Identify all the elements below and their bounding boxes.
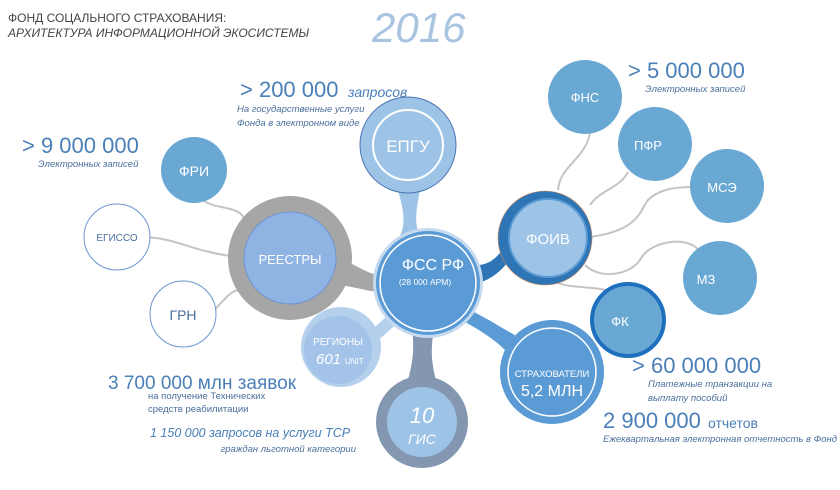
node-epgu[interactable]: ЕПГУ: [359, 96, 457, 194]
regions-value: 601: [316, 351, 341, 368]
stat-desc: средств реабилитации: [148, 404, 248, 415]
stat-desc: Электронных записей: [645, 84, 746, 95]
stat-value: > 9 000 000: [22, 133, 139, 158]
connectors: [147, 132, 701, 311]
stat-value: > 5 000 000: [628, 58, 745, 83]
center-sublabel: (28 000 АРМ): [399, 277, 452, 287]
stat-unit: отчетов: [708, 415, 758, 431]
stat-reports: 2 900 000 отчетов Ежеквартальная электро…: [603, 408, 837, 445]
fk-label: ФК: [611, 314, 629, 329]
stat-fns-records: > 5 000 000 Электронных записей: [628, 58, 746, 95]
title-line2: АРХИТЕКТУРА ИНФОРМАЦИОННОЙ ЭКОСИСТЕМЫ: [7, 24, 310, 40]
stat-desc: Электронных записей: [38, 159, 139, 170]
regions-unit: UNIT: [345, 357, 364, 366]
stat-value: 2 900 000: [603, 408, 701, 433]
stat-desc: Фонда в электронном виде: [237, 118, 360, 129]
node-regions[interactable]: РЕГИОНЫ 601 UNIT: [301, 307, 381, 387]
year-label: 2016: [371, 4, 466, 51]
stat-tsr-requests: 1 150 000 запросов на услуги ТСР граждан…: [150, 426, 357, 455]
stat-desc: на получение Технических: [148, 391, 265, 402]
node-fk[interactable]: ФК: [590, 282, 666, 358]
stat-fri-records: > 9 000 000 Электронных записей: [22, 133, 139, 170]
stat-value: 3 700 000 млн заявок: [108, 373, 297, 394]
pfr-label: ПФР: [634, 138, 662, 153]
stat-value: > 60 000 000: [632, 353, 761, 378]
node-grn[interactable]: ГРН: [149, 280, 217, 348]
insurers-value: 5,2 МЛН: [521, 383, 583, 400]
node-pfr[interactable]: ПФР: [618, 107, 692, 181]
regions-label: РЕГИОНЫ: [313, 337, 363, 348]
epgu-label: ЕПГУ: [386, 137, 430, 156]
node-egisso[interactable]: ЕГИССО: [83, 203, 151, 271]
fri-label: ФРИ: [179, 163, 209, 179]
node-registries[interactable]: РЕЕСТРЫ: [228, 196, 352, 320]
grn-label: ГРН: [169, 307, 196, 323]
stat-epgu-requests: > 200 000 запросов На государственные ус…: [237, 77, 407, 129]
foiv-label: ФОИВ: [526, 231, 570, 248]
stat-desc: Платежные транзакции на: [648, 379, 772, 390]
stat-desc: На государственные услуги: [237, 104, 365, 115]
stat-value: > 200 000: [240, 77, 338, 102]
node-mse[interactable]: МСЭ: [690, 149, 764, 223]
gis-value: 10: [410, 403, 435, 428]
insurers-label: СТРАХОВАТЕЛИ: [515, 369, 590, 380]
egisso-label: ЕГИССО: [96, 233, 137, 244]
node-fss-center[interactable]: ФСС РФ (28 000 АРМ): [373, 228, 483, 338]
node-mz[interactable]: МЗ: [683, 241, 757, 315]
stat-desc: граждан льготной категории: [221, 444, 357, 455]
stat-value: 1 150 000 запросов на услуги ТСР: [150, 426, 351, 440]
mse-label: МСЭ: [707, 180, 736, 195]
registries-label: РЕЕСТРЫ: [258, 252, 321, 267]
title-line1: ФОНД СОЦАЛЬНОГО СТРАХОВАНИЯ:: [8, 11, 226, 25]
stat-desc: Ежеквартальная электронная отчетность в …: [603, 434, 837, 445]
node-foiv[interactable]: ФОИВ: [497, 190, 593, 286]
node-fri[interactable]: ФРИ: [161, 137, 227, 203]
node-fns[interactable]: ФНС: [548, 60, 622, 134]
mz-label: МЗ: [697, 272, 716, 287]
gis-label: ГИС: [408, 431, 437, 447]
node-gis[interactable]: 10 ГИС: [376, 376, 468, 468]
stat-tsr-applications: 3 700 000 млн заявок на получение Технич…: [108, 373, 297, 415]
node-insurers[interactable]: СТРАХОВАТЕЛИ 5,2 МЛН: [500, 320, 604, 424]
fns-label: ФНС: [571, 90, 600, 105]
stat-desc: выплату пособий: [648, 393, 728, 404]
stat-unit: запросов: [347, 84, 407, 100]
center-label: ФСС РФ: [402, 257, 464, 274]
stat-fk-transactions: > 60 000 000 Платежные транзакции на вып…: [632, 353, 772, 404]
